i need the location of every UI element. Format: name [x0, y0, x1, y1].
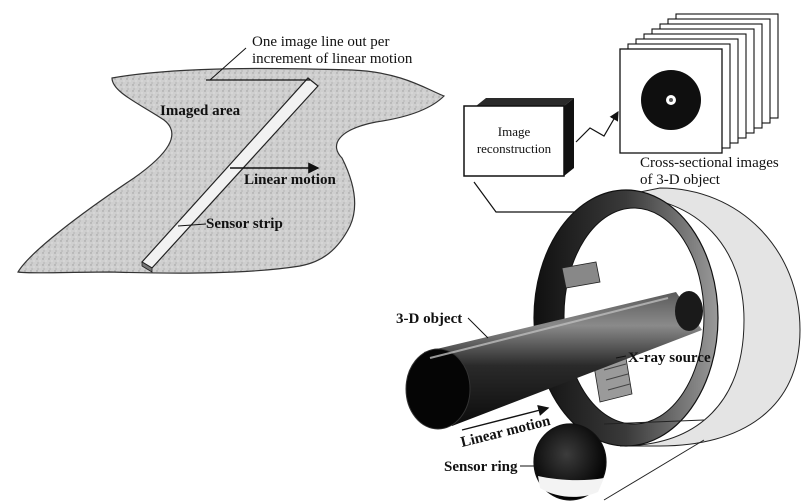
xray-source-leader: [615, 355, 627, 359]
xray-source-label: X-ray source: [628, 350, 711, 366]
cross-sectional-image-stack: [619, 13, 779, 154]
sensor-ring-zoom: [533, 419, 705, 501]
linear-motion-label-left: Linear motion: [244, 172, 336, 188]
sensor-ring-label: Sensor ring: [444, 459, 518, 475]
object-3d-label: 3-D object: [396, 311, 462, 327]
cross-sectional-line-1: Cross-sectional images: [640, 155, 779, 171]
image-reconstruction-line-1: Image: [498, 124, 531, 139]
sensor-strip-label: Sensor strip: [206, 216, 283, 232]
cross-sectional-line-2: of 3-D object: [640, 172, 721, 188]
reconstruction-to-images-arrow: [575, 110, 619, 143]
image-reconstruction-line-2: reconstruction: [477, 141, 552, 156]
imaged-area-label: Imaged area: [160, 103, 241, 119]
caption-line-2: increment of linear motion: [252, 51, 413, 67]
linear-motion-arrow-right: [461, 405, 550, 431]
image-reconstruction-box: [463, 98, 574, 177]
sensor-strip-leader: [177, 223, 207, 227]
sensor-strip: [141, 77, 319, 273]
ring-to-reconstruction-line: [473, 181, 580, 213]
caption-line-1: One image line out per: [252, 34, 389, 50]
object-cylinder: [405, 291, 703, 430]
caption-leader: [206, 47, 310, 81]
object-3d-leader: [467, 317, 489, 339]
